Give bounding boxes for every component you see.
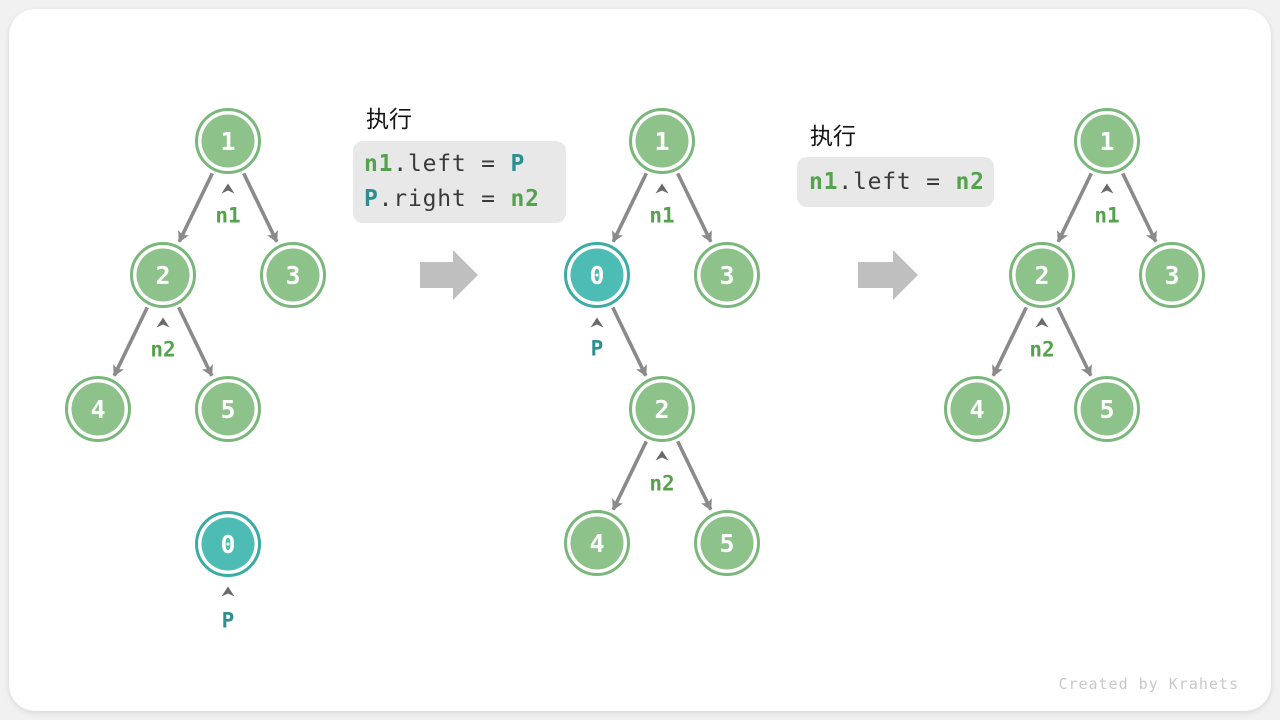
tree-node-1: 1 xyxy=(1074,108,1140,174)
pointer-label-n2: n2 xyxy=(1029,337,1054,361)
pointer-caret-icon xyxy=(1100,183,1114,194)
node-value: 2 xyxy=(1034,261,1049,290)
edge-2-to-4 xyxy=(611,440,648,511)
code-token-n2: n2 xyxy=(955,169,985,195)
edge-2-to-4 xyxy=(991,306,1028,377)
edge-2-to-4 xyxy=(112,306,149,377)
tree-node-2: 2 xyxy=(629,376,695,442)
node-value: 1 xyxy=(220,127,235,156)
tree-node-4: 4 xyxy=(564,510,630,576)
tree-node-3: 3 xyxy=(260,242,326,308)
pointer-label-n2: n2 xyxy=(150,337,175,361)
tree-node-5: 5 xyxy=(195,376,261,442)
pointer-caret-icon xyxy=(655,183,669,194)
tree-node-5: 5 xyxy=(1074,376,1140,442)
tree-linked: 1 0 3 2 4 5 n1 xyxy=(564,108,760,576)
tree-node-1: 1 xyxy=(195,108,261,174)
node-value: 5 xyxy=(719,529,734,558)
pointer-label-p: P xyxy=(591,336,604,360)
node-value: 5 xyxy=(1099,395,1114,424)
tree-node-4: 4 xyxy=(944,376,1010,442)
node-value: 3 xyxy=(719,261,734,290)
tree-node-4: 4 xyxy=(65,376,131,442)
code-line: n1.left = n2 xyxy=(809,165,994,200)
edge-1-to-3 xyxy=(242,172,279,243)
pointer-caret-icon xyxy=(1035,317,1049,328)
pointer-caret-icon xyxy=(221,183,235,194)
node-value: 2 xyxy=(654,395,669,424)
edge-2-to-5 xyxy=(1056,306,1093,377)
execute-label: 执行 xyxy=(366,107,412,133)
node-value: 1 xyxy=(1099,127,1114,156)
edge-1-to-2 xyxy=(177,172,214,243)
transition-arrow-icon xyxy=(420,250,478,300)
node-value: 0 xyxy=(589,261,604,290)
code-line: P.right = n2 xyxy=(364,182,566,217)
tree-node-5: 5 xyxy=(694,510,760,576)
pointer-caret-icon xyxy=(156,317,170,328)
code-token-p: P xyxy=(364,186,379,212)
edge-1-to-0 xyxy=(611,172,648,243)
edge-1-to-2 xyxy=(1056,172,1093,243)
node-value: 4 xyxy=(90,395,105,424)
tree-node-0: 0 xyxy=(564,242,630,308)
edge-0-to-2 xyxy=(611,306,648,377)
external-node-p: 0 xyxy=(195,511,261,577)
tree-node-3: 3 xyxy=(694,242,760,308)
code-token-plain: .right = xyxy=(378,186,511,212)
code-token-n1: n1 xyxy=(364,151,394,177)
pointer-label-n2: n2 xyxy=(649,471,674,495)
node-value: 2 xyxy=(155,261,170,290)
code-token-plain: .left = xyxy=(393,151,511,177)
tree-node-1: 1 xyxy=(629,108,695,174)
transition-arrow-icon xyxy=(858,250,918,300)
edge-2-to-5 xyxy=(676,440,713,511)
code-token-n1: n1 xyxy=(809,169,839,195)
code-token-plain: .left = xyxy=(838,169,956,195)
edge-1-to-3 xyxy=(676,172,713,243)
edge-1-to-3 xyxy=(1121,172,1158,243)
node-value: 1 xyxy=(654,127,669,156)
node-value: 3 xyxy=(1164,261,1179,290)
code-token-p: P xyxy=(510,151,526,177)
code-block-remove: n1.left = n2 xyxy=(797,157,994,207)
pointer-label-n1: n1 xyxy=(1094,203,1119,227)
tree-initial: 1 2 3 4 5 n1 n2 0 xyxy=(65,108,326,632)
edge-2-to-5 xyxy=(177,306,214,377)
tree-node-2: 2 xyxy=(1009,242,1075,308)
node-value: 3 xyxy=(285,261,300,290)
tree-node-3: 3 xyxy=(1139,242,1205,308)
watermark: Created by Krahets xyxy=(1058,675,1239,693)
node-value: 4 xyxy=(969,395,984,424)
tree-restored: 1 2 3 4 5 n1 n2 xyxy=(944,108,1205,442)
pointer-label-p: P xyxy=(222,608,235,632)
node-value: 5 xyxy=(220,395,235,424)
node-value: 4 xyxy=(589,529,604,558)
code-line: n1.left = P xyxy=(364,147,566,182)
code-token-n2: n2 xyxy=(510,186,540,212)
tree-node-2: 2 xyxy=(130,242,196,308)
pointer-caret-icon xyxy=(655,450,669,461)
pointer-label-n1: n1 xyxy=(649,203,674,227)
node-value: 0 xyxy=(220,530,235,559)
execute-label: 执行 xyxy=(810,124,856,150)
pointer-caret-icon xyxy=(590,317,604,328)
pointer-caret-icon xyxy=(221,586,235,597)
pointer-label-n1: n1 xyxy=(215,203,240,227)
